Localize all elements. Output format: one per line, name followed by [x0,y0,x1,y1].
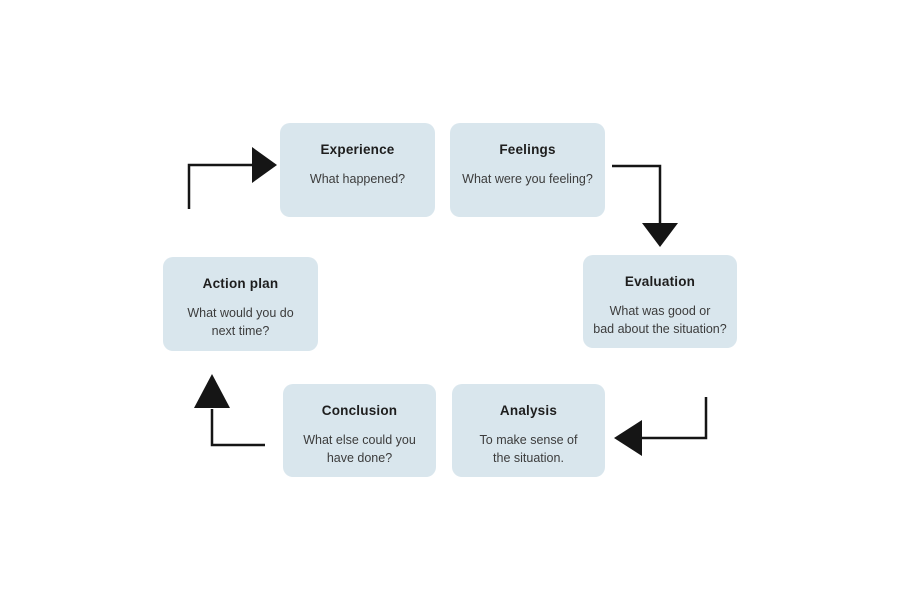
node-description: What else could you have done? [303,433,416,465]
node-title: Evaluation [624,274,696,289]
arrow-conclusion-to-action-plan-icon [194,374,265,447]
arrow-feelings-to-evaluation-icon [612,164,678,247]
node-description: What would you do next time? [187,306,294,338]
node-title: Feelings [499,142,556,157]
node-description: To make sense of the situation. [479,433,578,465]
node-title: Experience [320,142,395,157]
node-feelings: Feelings What were you feeling? [450,123,605,217]
node-description: What was good or bad about the situation… [593,304,727,336]
node-conclusion: Conclusion What else could you have done… [283,384,436,477]
node-analysis: Analysis To make sense of the situation. [452,384,605,477]
node-action-plan: Action plan What would you do next time? [163,257,318,351]
node-title: Action plan [202,276,279,291]
arrow-into-experience-icon [187,147,277,209]
node-title: Conclusion [321,403,398,418]
arrow-into-analysis-icon [614,397,708,456]
node-description: What were you feeling? [462,172,593,186]
node-evaluation: Evaluation What was good or bad about th… [583,255,737,348]
node-title: Analysis [499,403,558,418]
node-description: What happened? [309,172,406,186]
node-experience: Experience What happened? [280,123,435,217]
